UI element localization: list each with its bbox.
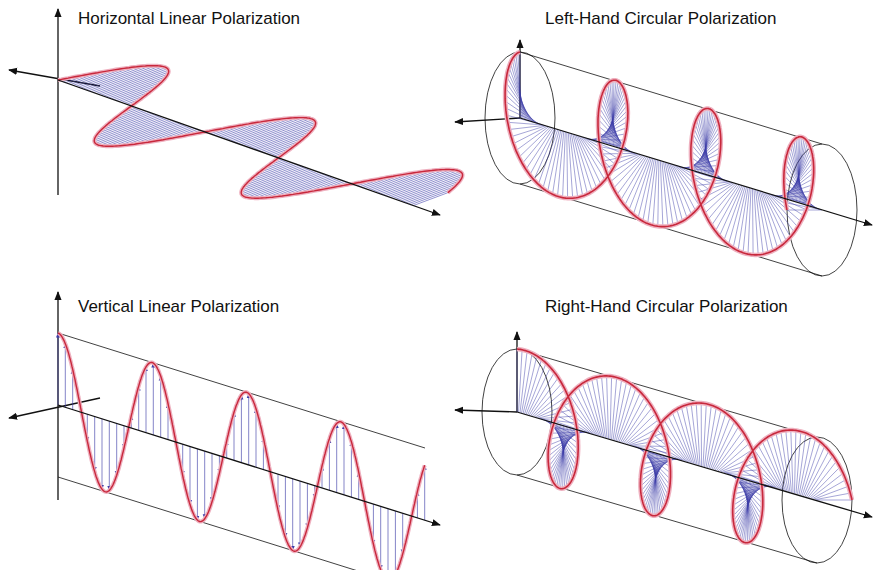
axis-line [58,80,440,215]
field-vector [58,333,59,405]
wave-curve [58,66,463,199]
horizontal-linear-figure [9,9,463,215]
panel-title: Right-Hand Circular Polarization [543,297,790,317]
axis-line [9,398,100,418]
axis-line [517,412,872,517]
field-vector [248,394,249,465]
field-vector [102,419,103,489]
panel-title: Horizontal Linear Polarization [76,9,302,29]
helix-curve [517,349,852,543]
field-vector [160,376,161,437]
field-vector [292,479,293,551]
field-vector [344,424,345,495]
axis-line [455,118,520,122]
field-vector [109,421,110,490]
wave-curve [58,66,463,199]
field-vector [424,465,425,520]
field-vector [204,451,205,519]
field-vector [300,481,301,547]
axis-line [57,9,58,195]
field-vector [256,409,257,467]
field-vector [146,367,147,433]
field-vectors [517,349,852,543]
field-vector [241,395,242,463]
field-vector [65,344,66,408]
vertical-linear-figure [9,292,440,570]
right-circular-figure [455,332,872,563]
field-vectors [58,333,425,570]
field-vector [197,449,198,520]
axis-line [455,410,517,412]
wave-curve [58,333,425,570]
field-vector [380,506,381,569]
field-vector [388,509,389,570]
helix-curve [505,52,814,255]
panel-title: Vertical Linear Polarization [76,297,281,317]
field-vector [153,363,154,435]
field-vector [395,511,396,570]
cylinder-line [520,52,822,144]
helix-curve [517,349,852,543]
field-vector [190,447,191,505]
axis-line [9,70,100,86]
axis-line [58,405,440,525]
field-vectors [505,52,822,255]
left-circular-figure [455,40,872,276]
axis-line [57,292,58,500]
panel-title: Left-Hand Circular Polarization [543,9,779,29]
helix-curve [505,52,814,255]
field-vector [285,476,286,537]
field-vector [336,423,337,492]
axis-line [520,118,872,225]
wave-curve [58,333,425,570]
field-vectors [58,66,463,206]
